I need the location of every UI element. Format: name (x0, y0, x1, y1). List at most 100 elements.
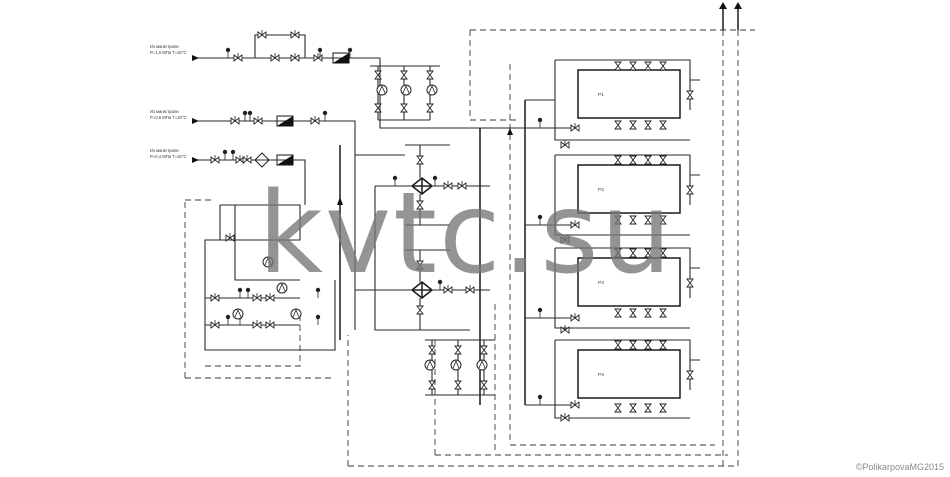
gate-valve-icon (252, 320, 262, 329)
gate-valve-icon (644, 340, 652, 350)
pressure-gauge-icon (230, 149, 236, 160)
gate-valve-icon (270, 53, 280, 62)
gate-valve-icon (629, 248, 637, 258)
gate-valve-icon (457, 181, 467, 190)
top-manifold (379, 58, 500, 129)
gate-valve-icon (629, 308, 637, 318)
gate-valve-icon (659, 403, 667, 413)
gate-valve-icon (644, 120, 652, 130)
pump-group (232, 84, 488, 371)
pressure-gauge-icon (225, 47, 231, 58)
gate-valve-icon (629, 215, 637, 225)
gate-valve-icon (570, 313, 580, 322)
gate-valve-icon (644, 155, 652, 165)
gate-valve-icon (465, 285, 475, 294)
cross-link (374, 186, 470, 331)
pressure-gauge-icon (242, 110, 248, 121)
gate-valve-icon (265, 320, 275, 329)
gate-valve-icon (614, 215, 622, 225)
gate-valve-icon (480, 345, 488, 355)
reactor-3 (577, 257, 681, 307)
gate-valve-icon (265, 293, 275, 302)
gate-valve-icon (443, 285, 453, 294)
pump-icon (476, 359, 488, 371)
gate-valve-icon (614, 120, 622, 130)
gate-valve-icon (614, 61, 622, 71)
dashed-boundary-mid (205, 315, 301, 367)
gate-valve-icon (659, 248, 667, 258)
gate-valve-icon (428, 345, 436, 355)
gate-valve-icon (230, 116, 240, 125)
gate-valve-icon (225, 233, 235, 242)
inlet-arrow-3 (192, 157, 199, 163)
pump-icon (400, 84, 412, 96)
pump-icon (376, 84, 388, 96)
gate-valve-icon (257, 30, 267, 39)
gate-valve-icon (614, 155, 622, 165)
pressure-gauge-icon (315, 287, 321, 298)
inlet-label-3b: Р=0,4 МПа Т=20°С (150, 154, 187, 159)
pressure-gauge-icon (537, 214, 543, 225)
gate-valve-icon (644, 61, 652, 71)
gate-valve-icon (686, 370, 694, 380)
gate-valve-icon (560, 140, 570, 149)
heater-2 (276, 115, 294, 127)
riser-right (355, 154, 405, 291)
pressure-gauge-icon (317, 47, 323, 58)
inlet-line-3 (192, 159, 306, 205)
pump-icon (290, 308, 302, 320)
pump-icon (424, 359, 436, 371)
gate-valve-icon (210, 320, 220, 329)
gate-valve-icon (659, 215, 667, 225)
gate-valve-icon (560, 413, 570, 422)
gate-valve-icon (570, 220, 580, 229)
gate-valve-icon (629, 403, 637, 413)
gate-valve-icon (428, 380, 436, 390)
gate-valve-icon (614, 403, 622, 413)
gauge-group (222, 47, 543, 405)
gate-valve-icon (252, 293, 262, 302)
dashed-boundary-bottom (347, 335, 738, 467)
gate-valve-icon (644, 308, 652, 318)
gate-valve-icon (210, 155, 220, 164)
filter-diamond (254, 152, 270, 168)
gate-valve-icon (310, 116, 320, 125)
gate-valve-icon (426, 103, 434, 113)
gate-valve-icon (570, 123, 580, 132)
riser-arrow (337, 197, 343, 205)
inlet-line-2 (192, 120, 356, 330)
inlet-arrow-1 (192, 55, 199, 61)
gate-valve-icon (629, 61, 637, 71)
gate-valve-icon (570, 400, 580, 409)
pump-icon (450, 359, 462, 371)
reactor-4-label: Р4 (598, 372, 604, 378)
inlet-label-2: Из магистрали (150, 109, 179, 114)
pressure-gauge-icon (322, 110, 328, 121)
gate-valve-icon (686, 185, 694, 195)
gate-valve-icon (400, 103, 408, 113)
gate-valve-icon (659, 61, 667, 71)
gate-valve-icon (659, 120, 667, 130)
pump-icon (426, 84, 438, 96)
pressure-gauge-icon (437, 279, 443, 290)
gate-valve-icon (686, 90, 694, 100)
gate-valve-icon (426, 70, 434, 80)
heater-3 (276, 154, 294, 166)
gate-valve-icon (313, 53, 323, 62)
heater-1 (332, 52, 350, 64)
reactor-4 (577, 349, 681, 399)
gate-valve-icon (242, 155, 252, 164)
inlet-label-3: Из магистрали (150, 148, 179, 153)
gate-valve-icon (644, 403, 652, 413)
gate-valve-icon (443, 181, 453, 190)
gate-valve-icon (659, 340, 667, 350)
gate-valve-icon (659, 155, 667, 165)
gate-valve-icon (416, 200, 424, 210)
gate-valve-icon (233, 53, 243, 62)
gate-valve-icon (614, 308, 622, 318)
gate-valve-icon (659, 308, 667, 318)
gate-valve-icon (290, 30, 300, 39)
inlet-arrow-2 (192, 118, 199, 124)
reactor-1 (577, 69, 681, 119)
